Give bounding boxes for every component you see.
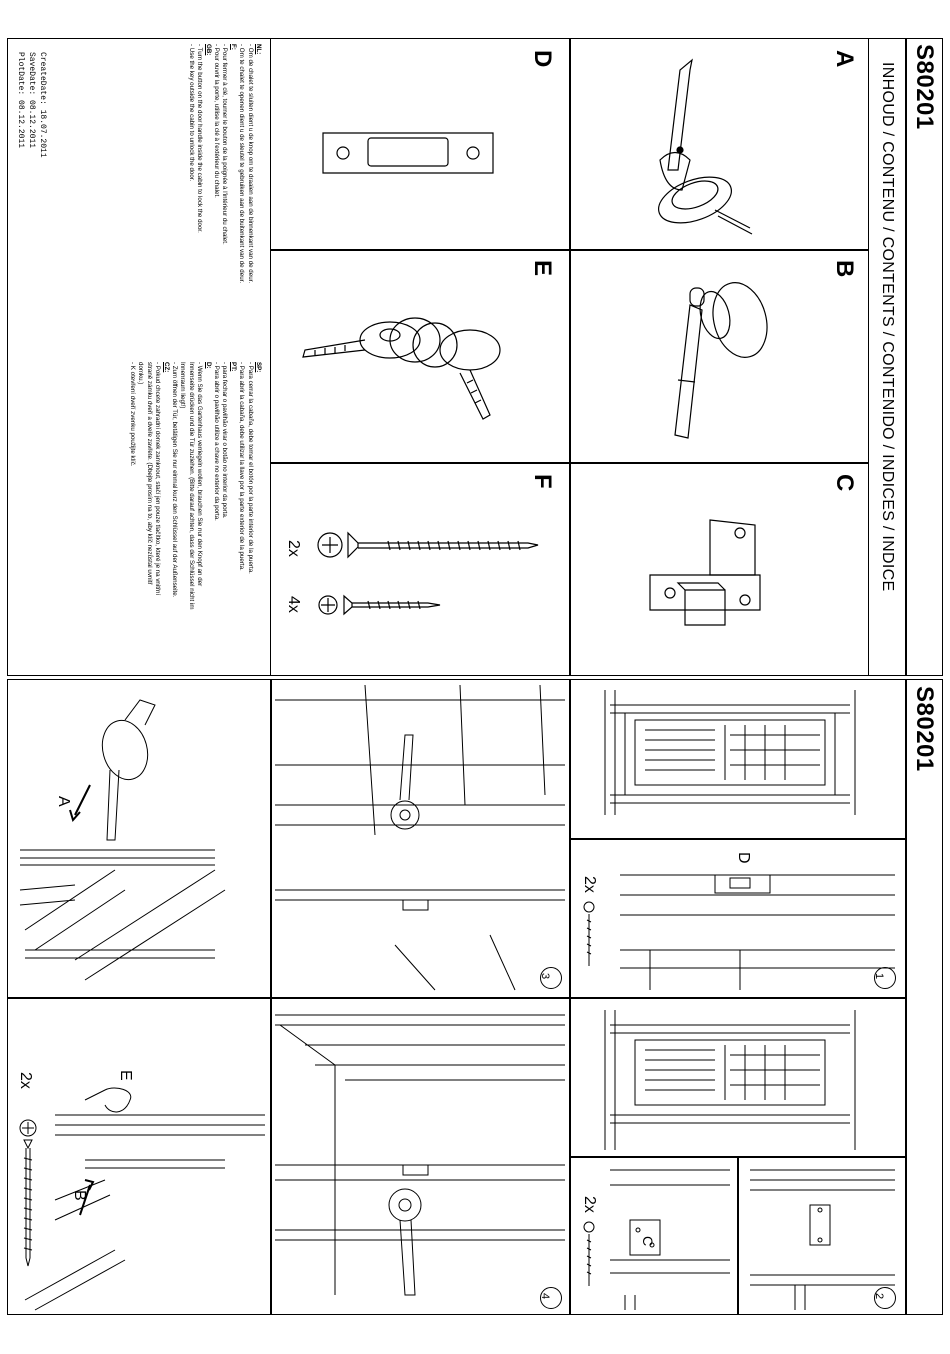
step1-top-divider <box>569 838 905 840</box>
part-c-latch-drawing <box>649 519 761 626</box>
part-label-e: E <box>529 260 556 277</box>
cz-line-1: - Pokud chcete zahradní domek zamknout, … <box>154 362 162 596</box>
d-lang: D: <box>204 362 212 369</box>
instructions-block-1: NL: - Om de chalet te sluiten dient u de… <box>186 44 262 344</box>
step4-screw-icon <box>19 1119 37 1267</box>
part-label-d: D <box>529 50 556 68</box>
plot-date-label: PlotDate: <box>16 52 25 96</box>
part-label-a: A <box>831 50 858 68</box>
gb-line-2: - Use the key outside the cabin to unloc… <box>187 44 195 182</box>
step4-handle-install-drawing <box>275 1014 565 1296</box>
cz-line-2: straně zámku dveří a dveře zavřete. (Dbe… <box>145 362 153 585</box>
cz-line-3: domku.) <box>137 362 145 385</box>
part-f-long-screw-drawing <box>317 531 539 559</box>
parts-grid <box>270 38 868 676</box>
nl-line-2: - Om te chalet te openen dient u de sleu… <box>238 44 246 284</box>
step4-number: 4 <box>539 1293 551 1300</box>
sp-line-2: - Para abrir la cabaña, debe utilizar la… <box>238 362 246 571</box>
step4-number-badge: 4 <box>539 1287 562 1309</box>
save-date-value: 08.12.2011 <box>27 100 36 149</box>
product-code-2: S80201 <box>911 686 938 772</box>
nl-lang: NL: <box>255 44 262 55</box>
step2-latch-detail <box>610 1169 730 1310</box>
f-lang: F: <box>229 44 237 50</box>
step2-qty: 2x <box>581 1196 598 1213</box>
d-line-4: - Zum öffnen der Tür, betätigen Sie nur … <box>170 362 178 598</box>
step4-part-label-b: B <box>71 1190 88 1201</box>
step2-number-badge: 2 <box>873 1287 896 1309</box>
part-label-c: C <box>831 474 858 492</box>
create-date-value: 18.07.2011 <box>38 109 47 158</box>
save-date-label: SaveDate: <box>27 52 36 96</box>
part-f-short-screw-drawing <box>318 594 441 616</box>
step2-split <box>737 1156 739 1315</box>
step2-door-overview <box>604 1010 856 1150</box>
d-line-3: Innenraum liegt!) <box>179 362 187 409</box>
d-line-1: - Wenn Sie das Gartenhaus verriegeln wol… <box>196 362 204 587</box>
f-line-2: - Pour ouvrir la porte, utilise la clé à… <box>212 44 220 198</box>
pt-line-1: - para fechar o pavilhão virar o botão n… <box>221 362 229 519</box>
grid-hline-2 <box>270 462 868 464</box>
step1-door-overview <box>604 690 856 815</box>
instructions-block-2: SP: - Para cerrar la cabaña, debe tornar… <box>128 362 262 672</box>
header-divider <box>905 38 907 676</box>
step1-qty: 2x <box>581 876 598 893</box>
step1-number: 1 <box>873 973 885 980</box>
gb-line-1: - Turn the button on the door handle ins… <box>196 44 204 233</box>
step4-part-label-e: E <box>117 1070 134 1081</box>
step3-handle-a-detail <box>19 699 226 981</box>
step1-number-badge: 1 <box>873 967 896 989</box>
step2-part-label: C <box>640 1236 656 1247</box>
step3-number-badge: 3 <box>539 967 562 989</box>
short-screw-qty: 4x <box>285 596 302 613</box>
pt-lang: PT: <box>229 362 237 372</box>
step1-strike-plate-detail <box>620 874 895 990</box>
step1-screw-icon <box>583 901 595 966</box>
step2-screw-icon <box>583 1221 595 1286</box>
step3-number: 3 <box>539 973 551 980</box>
contents-heading: INHOUD / CONTENU / CONTENTS / CONTENIDO … <box>879 62 896 592</box>
part-label-b: B <box>831 260 858 278</box>
sp-line-1: - Para cerrar la cabaña, debe tornar el … <box>246 362 254 574</box>
plot-date-value: 08.12.2011 <box>16 100 25 149</box>
f-line-1: - Pour fermer à clé, tourner le bouton d… <box>221 44 229 245</box>
gb-lang: GB: <box>204 44 212 56</box>
d-line-2: Innenseite drücken und die Tür zuziehen.… <box>187 362 195 610</box>
part-b-handle-drawing <box>674 282 768 439</box>
part-d-strike-plate-drawing <box>322 132 494 174</box>
long-screw-qty: 2x <box>285 540 302 557</box>
step4-qty: 2x <box>17 1072 34 1089</box>
step4-key-and-handle-detail <box>24 1087 265 1311</box>
step3-handle-install-drawing <box>275 684 565 991</box>
grid-hline-1 <box>270 249 868 251</box>
page-contents <box>7 38 943 676</box>
nl-line-1: - Om de chalet te sluiten dient u de kno… <box>246 44 254 284</box>
step2-plate-detail <box>750 1169 895 1310</box>
step2-number: 2 <box>873 1293 885 1300</box>
step1-part-label: D <box>735 852 752 864</box>
cz-line-4: - K otevření dveří zvenku použijte klíč. <box>128 362 136 467</box>
assembly-header-divider <box>905 679 907 1315</box>
product-code: S80201 <box>911 44 938 130</box>
step3-part-label: A <box>55 796 72 807</box>
pt-line-2: - Para abrir o pavilhão utilize a chave … <box>212 362 220 521</box>
part-a-handle-drawing <box>658 58 753 235</box>
part-e-keys-drawing <box>302 317 501 420</box>
cz-lang: CZ: <box>162 362 170 373</box>
sp-lang: SP: <box>255 362 262 373</box>
document-dates: CreateDate: 18.07.2011 SaveDate: 08.12.2… <box>15 52 48 158</box>
assembly-hline-mid <box>7 997 905 999</box>
create-date-label: CreateDate: <box>38 52 47 105</box>
header-strip <box>868 38 943 676</box>
grid-vline <box>569 38 571 676</box>
part-label-f: F <box>529 474 556 489</box>
